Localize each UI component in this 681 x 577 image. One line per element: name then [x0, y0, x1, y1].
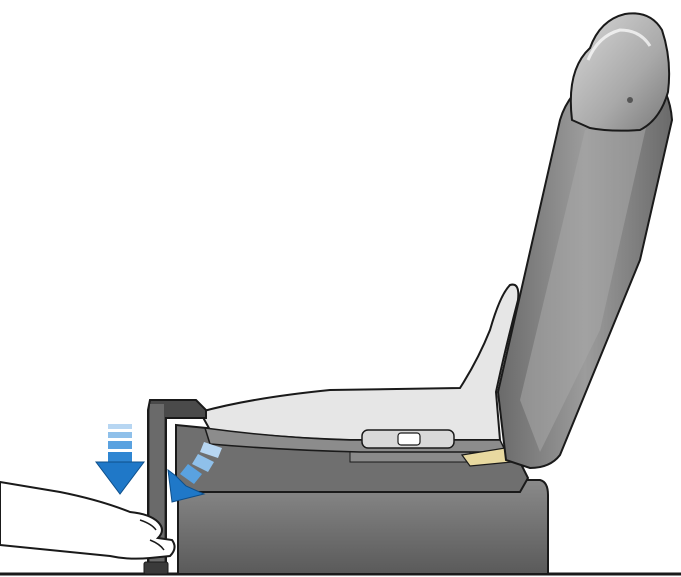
- downward-push-arrow: [96, 424, 144, 494]
- cushion-ridge: [350, 452, 470, 462]
- headrest-bolt: [627, 97, 633, 103]
- release-button: [398, 433, 420, 445]
- vehicle-seat-base: [178, 480, 548, 574]
- child-seat-shell: [200, 285, 518, 440]
- support-leg-foot: [144, 562, 168, 574]
